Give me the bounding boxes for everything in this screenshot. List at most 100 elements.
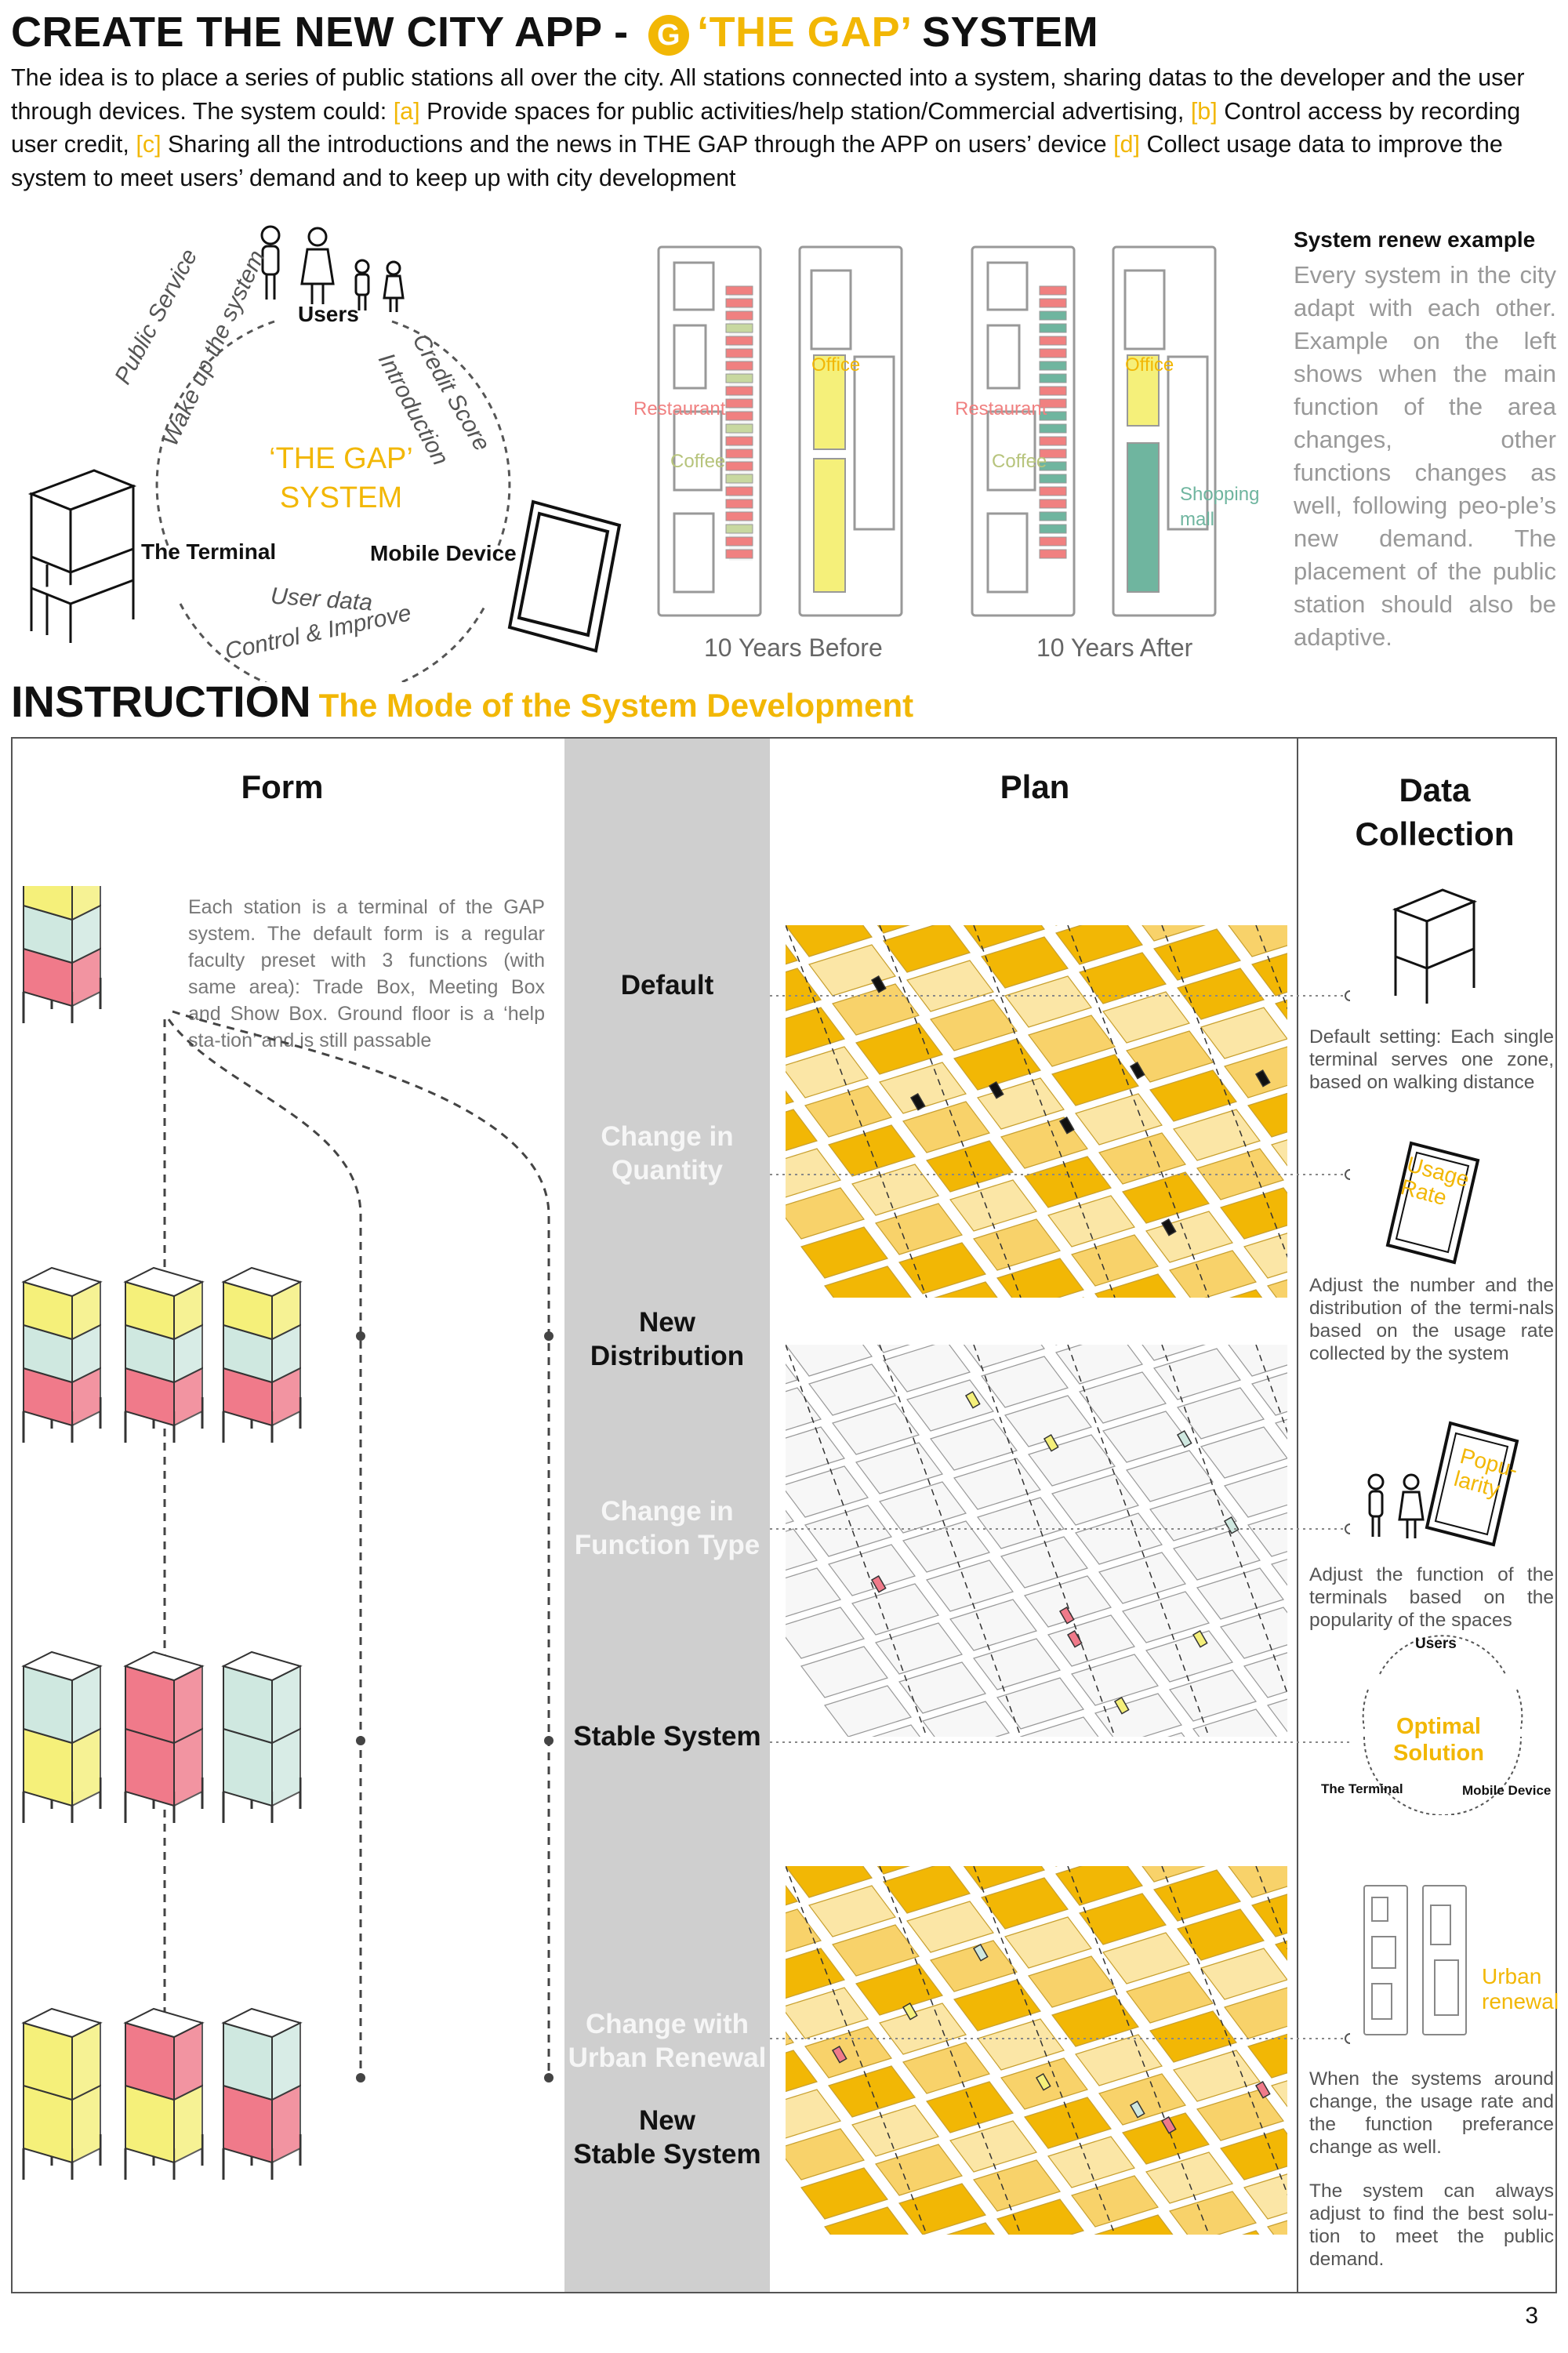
city-block — [1098, 1552, 1186, 1604]
function-strip — [725, 423, 753, 434]
label-restaurant-before: Restaurant — [633, 398, 726, 419]
city-block — [879, 1062, 967, 1114]
city-block — [828, 1124, 916, 1177]
city-block — [1047, 2136, 1135, 2188]
city-block — [1243, 1233, 1287, 1279]
city-block — [786, 1509, 794, 1524]
function-strip — [1039, 524, 1067, 534]
terminal-icon — [27, 469, 137, 643]
city-block — [1251, 1372, 1287, 1416]
city-block — [1149, 2010, 1237, 2063]
zone-line — [1255, 925, 1287, 1010]
intro-text: Provide spaces for public activities/hel… — [419, 97, 1191, 125]
function-strip — [725, 323, 753, 333]
city-block — [1024, 1575, 1112, 1628]
terminal-marker — [988, 1080, 1004, 1099]
city-block — [898, 1661, 986, 1714]
city-block — [786, 2128, 865, 2181]
function-strip — [1039, 361, 1067, 371]
city-block — [1271, 2080, 1287, 2108]
city-block — [1228, 1866, 1287, 1898]
city-block — [1094, 1693, 1182, 1737]
optimal-line2: Solution — [1393, 1741, 1484, 1766]
system-cycle-diagram — [27, 225, 622, 682]
city-block — [898, 1242, 986, 1295]
city-block — [1224, 1465, 1287, 1518]
city-block — [1071, 1654, 1159, 1706]
city-block — [824, 2206, 909, 2235]
city-block — [883, 1866, 971, 1914]
function-strip — [725, 348, 753, 358]
dc-adjust-number: Adjust the number and the distribution o… — [1309, 1275, 1554, 1364]
zone-line — [786, 925, 927, 1298]
city-block — [1071, 2175, 1159, 2228]
users-icon — [260, 225, 405, 312]
plan-map-panel — [786, 1866, 1287, 2235]
function-strip — [1039, 448, 1067, 459]
city-block — [930, 1940, 1018, 1992]
city-block — [851, 1164, 939, 1216]
city-block — [1028, 1955, 1116, 2008]
col-data-heading: Data Collection — [1348, 768, 1521, 856]
instruction-title: INSTRUCTION — [11, 677, 311, 726]
city-block — [828, 2065, 916, 2118]
city-block — [871, 1724, 920, 1737]
city-block — [1177, 1908, 1265, 1961]
zone-line — [1255, 1345, 1287, 1434]
box-top — [21, 1650, 103, 1682]
city-block — [963, 1866, 1045, 1890]
function-strip — [1039, 336, 1067, 346]
city-block — [1149, 1489, 1237, 1541]
function-strip — [725, 486, 753, 496]
gap-center-line1: ‘THE GAP’ — [269, 442, 413, 475]
mode-column — [564, 739, 770, 2292]
city-block — [1200, 1948, 1287, 2000]
city-block — [786, 1007, 845, 1058]
city-block — [786, 1567, 841, 1618]
title-end: SYSTEM — [909, 9, 1099, 56]
terminal-marker — [1129, 2100, 1145, 2119]
optimal-users-label: Users — [1415, 1636, 1457, 1652]
optimal-cycle-icon — [1362, 1635, 1523, 1815]
terminal-marker — [1160, 2115, 1177, 2134]
optimal-solution-label: Optimal Solution — [1364, 1713, 1513, 1767]
city-block — [1102, 1932, 1190, 1984]
terminal-marker — [1035, 2072, 1051, 2091]
function-strip — [725, 386, 753, 396]
instruction-frame — [11, 737, 1557, 2293]
station-stack — [221, 1650, 303, 1823]
city-block — [946, 2222, 995, 2235]
form-flow-arrows — [163, 1010, 550, 2078]
city-block — [851, 2104, 939, 2157]
terminal-icon-dc — [1392, 888, 1478, 1004]
terminal-marker — [870, 1574, 887, 1593]
function-strip — [1039, 310, 1067, 321]
terminal-marker — [1160, 1218, 1177, 1236]
city-block — [786, 1948, 845, 1999]
city-block — [973, 2159, 1061, 2212]
zone-line — [1161, 1345, 1287, 1695]
city-block — [832, 1403, 920, 1455]
city-block — [877, 925, 911, 934]
city-block — [1192, 1708, 1277, 1737]
city-block — [1267, 2220, 1287, 2235]
label-restaurant-after: Restaurant — [955, 398, 1047, 419]
caption-after: 10 Years After — [1036, 634, 1193, 662]
title-gap: ‘THE GAP’ — [697, 9, 910, 56]
city-block — [996, 1258, 1084, 1298]
city-block — [977, 1497, 1065, 1549]
function-strip — [1039, 285, 1067, 296]
city-block — [1267, 1279, 1287, 1298]
city-block — [1098, 2073, 1186, 2126]
city-block — [786, 1187, 865, 1240]
intro-tag: [c] — [136, 131, 162, 158]
mode-change-qty-line2: Quantity — [612, 1155, 723, 1186]
city-block — [808, 1364, 896, 1416]
city-block — [1047, 1195, 1135, 1247]
label-coffee-before: Coffee — [670, 451, 726, 472]
city-block — [1145, 1630, 1233, 1683]
zone-line — [879, 1345, 1022, 1737]
page-title: CREATE THE NEW CITY APP - G‘THE GAP’ SYS… — [11, 8, 1098, 56]
city-block — [906, 960, 994, 1012]
